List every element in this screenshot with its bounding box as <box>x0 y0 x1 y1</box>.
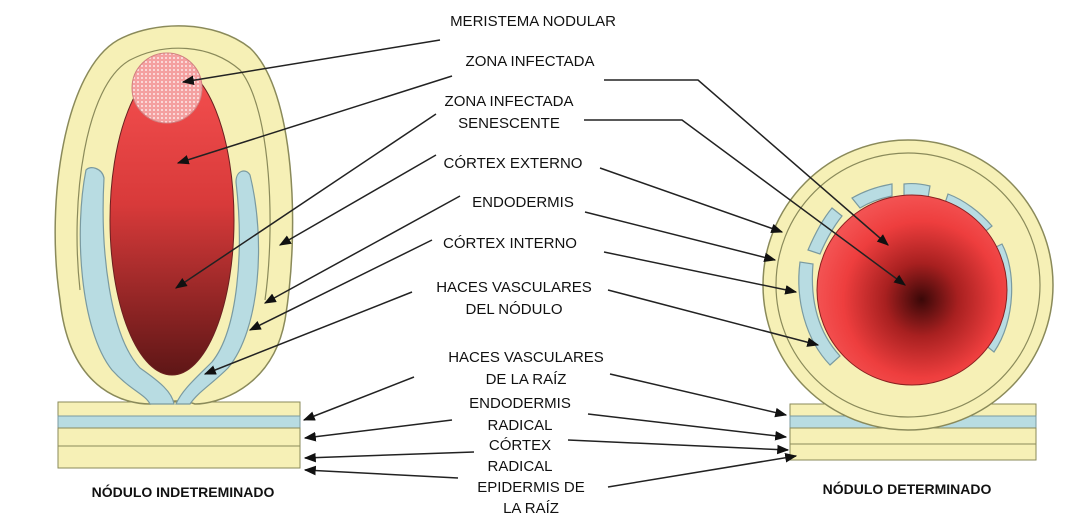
arrow-cortex-externo-left <box>278 154 437 246</box>
label-epidermis-raiz-line2: LA RAÍZ <box>503 500 559 517</box>
arrow-epidermis-raiz-left <box>303 465 459 479</box>
det-infected-zone <box>816 194 1008 386</box>
arrow-zona-infectada-left <box>176 75 453 165</box>
right-root-epidermis-bottom <box>789 443 1037 461</box>
label-haces-nodulo-line1: HACES VASCULARES <box>436 279 592 296</box>
label-zona-infectada: ZONA INFECTADA <box>466 53 595 70</box>
label-epidermis-raiz-line1: EPIDERMIS DE <box>477 479 585 496</box>
indet-inner-outline <box>76 47 271 301</box>
label-zona-senescente-line2: SENESCENTE <box>458 115 560 132</box>
arrow-senescente-right <box>584 119 906 286</box>
label-cortex-radical-line2: RADICAL <box>487 458 552 475</box>
left-root-vascular-band <box>57 415 301 429</box>
det-inner-outline <box>775 152 1041 418</box>
det-vascular-segment-left <box>798 261 841 366</box>
label-haces-nodulo-line2: DEL NÓDULO <box>466 301 563 318</box>
indet-vascular-right <box>175 170 260 405</box>
left-root <box>57 401 301 469</box>
arrow-cortex-interno-left <box>248 239 433 331</box>
title-indeterminate: NÓDULO INDETREMINADO <box>92 483 275 500</box>
label-endodermis: ENDODERMIS <box>472 194 574 211</box>
label-endodermis-radical-line2: RADICAL <box>487 417 552 434</box>
arrow-endodermis-radical-left <box>303 419 453 442</box>
labels: MERISTEMA NODULAR ZONA INFECTADA ZONA IN… <box>92 13 992 517</box>
arrows <box>175 39 906 488</box>
arrow-endodermis-radical-right <box>587 413 788 441</box>
arrow-cortex-radical-right <box>567 439 790 455</box>
arrow-endodermis-left <box>263 195 461 304</box>
indeterminate-nodule <box>54 25 294 405</box>
arrow-cortex-radical-left <box>303 451 475 463</box>
indet-meristem <box>131 52 203 124</box>
indet-vascular-left <box>79 167 175 405</box>
label-meristema: MERISTEMA NODULAR <box>450 13 616 30</box>
label-haces-raiz-line2: DE LA RAÍZ <box>486 371 567 388</box>
arrow-haces-raiz-left <box>302 376 415 421</box>
arrow-cortex-interno-right <box>603 251 798 295</box>
left-root-epidermis-bottom <box>57 445 301 469</box>
arrow-meristema <box>181 39 441 85</box>
arrow-senescente-left <box>175 113 437 289</box>
arrow-zona-infectada-right <box>604 79 889 246</box>
label-cortex-interno: CÓRTEX INTERNO <box>443 235 577 252</box>
arrow-haces-nodulo-right <box>607 289 820 347</box>
arrow-epidermis-raiz-right <box>607 453 798 488</box>
label-haces-raiz-line1: HACES VASCULARES <box>448 349 604 366</box>
label-zona-senescente-line1: ZONA INFECTADA <box>445 93 574 110</box>
arrow-haces-nodulo-left <box>203 291 413 375</box>
arrow-endodermis-right <box>584 211 777 263</box>
title-determinate: NÓDULO DETERMINADO <box>823 480 992 497</box>
arrow-haces-raiz-right <box>609 373 788 418</box>
determinate-nodule <box>762 139 1054 431</box>
left-root-cortex <box>57 427 301 447</box>
arrow-cortex-externo-right <box>599 167 784 233</box>
det-vascular-segment-upper-left <box>807 207 843 255</box>
det-vascular-segment-top-left <box>851 183 893 209</box>
label-endodermis-radical-line1: ENDODERMIS <box>469 395 571 412</box>
label-cortex-radical-line1: CÓRTEX <box>489 437 551 454</box>
label-cortex-externo: CÓRTEX EXTERNO <box>444 155 583 172</box>
